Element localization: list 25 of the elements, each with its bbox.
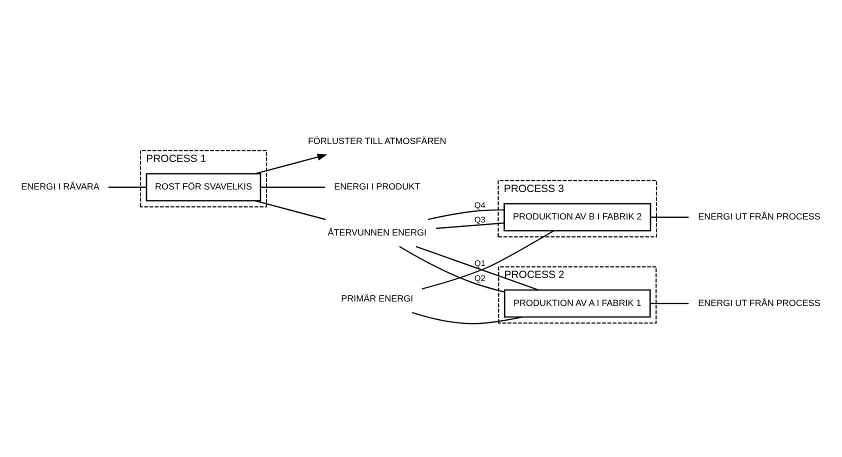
node-text: ENERGI UT FRÅN PROCESS (698, 298, 820, 308)
node-text: ENERGI UT FRÅN PROCESS (698, 212, 820, 222)
edge-label: Q3 (474, 215, 486, 224)
node-box: PRODUKTION AV A I FABRIK 1 (504, 289, 651, 318)
connector (399, 246, 505, 293)
connector (255, 200, 326, 220)
node-text: FÖRLUSTER TILL ATMOSFÄREN (308, 136, 446, 146)
connector (416, 246, 539, 290)
edge-label: Q1 (474, 258, 486, 268)
connector (650, 216, 689, 218)
node-text: ÅTERVUNNEN ENERGI (328, 227, 427, 238)
edge-label: Q2 (474, 274, 486, 283)
node-text: ENERGI I PRODUKT (334, 182, 420, 192)
connector (436, 222, 504, 229)
node-box: ROST FÖR SVAVELKIS (146, 173, 262, 202)
connector (108, 186, 146, 188)
connector (422, 230, 554, 290)
arrow (255, 154, 328, 174)
connector (260, 186, 326, 188)
node-text: PRIMÄR ENERGI (341, 293, 414, 304)
edge-label: Q4 (474, 201, 486, 210)
connector (650, 302, 689, 304)
node-text: ENERGI I RÅVARA (21, 182, 100, 192)
node-box: PRODUKTION AV B I FABRIK 2 (504, 203, 652, 232)
connector (428, 209, 504, 220)
